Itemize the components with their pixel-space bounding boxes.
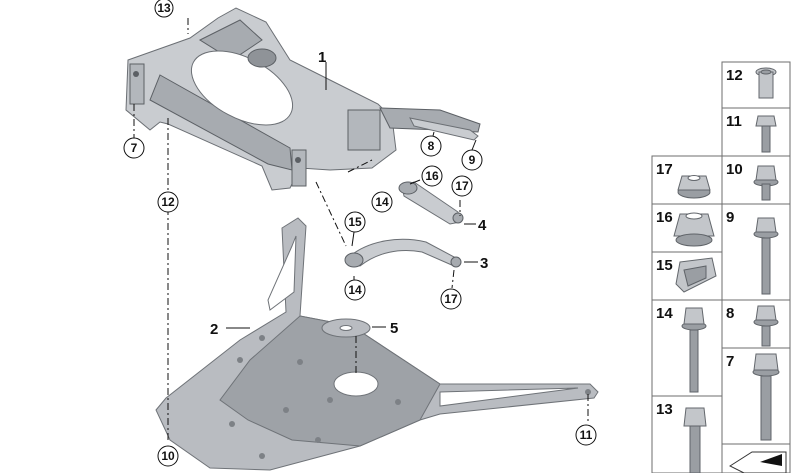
svg-text:16: 16 xyxy=(425,169,439,183)
strut-part-8 xyxy=(409,117,479,141)
grid-label-15: 15 xyxy=(656,257,673,274)
svg-text:14: 14 xyxy=(348,283,362,297)
short-bolt-illustration xyxy=(755,115,777,153)
flange-nut-17-illustration xyxy=(677,175,711,199)
callout-17-lower: 17 xyxy=(440,288,462,310)
control-arm-part-3 xyxy=(344,238,462,268)
svg-text:11: 11 xyxy=(580,428,593,442)
round-plate-part-5 xyxy=(321,318,371,338)
label-2: 2 xyxy=(210,321,218,338)
underbody-protection-plate xyxy=(155,217,599,471)
svg-text:9: 9 xyxy=(469,153,476,167)
grid-label-12: 12 xyxy=(726,67,743,84)
svg-text:15: 15 xyxy=(348,215,362,229)
svg-text:8: 8 xyxy=(428,139,435,153)
callout-12: 12 xyxy=(157,191,179,213)
label-3: 3 xyxy=(480,255,488,272)
sleeve-nut-illustration xyxy=(755,67,777,99)
svg-text:14: 14 xyxy=(375,195,389,209)
nut-16-illustration xyxy=(673,212,715,247)
grid-label-7: 7 xyxy=(726,353,734,370)
arrow-icon xyxy=(728,451,787,473)
hex-bolt-13-illustration xyxy=(683,407,707,473)
grid-label-9: 9 xyxy=(726,209,734,226)
callout-17-upper: 17 xyxy=(451,175,473,197)
callout-13: 13 xyxy=(154,0,174,18)
callout-16: 16 xyxy=(421,165,443,187)
grid-label-17: 17 xyxy=(656,161,673,178)
callout-15: 15 xyxy=(344,211,366,233)
callout-9: 9 xyxy=(461,149,483,171)
clip-nut-15-illustration xyxy=(675,257,717,293)
grid-label-13: 13 xyxy=(656,401,673,418)
bolt-14-illustration xyxy=(681,307,707,393)
bolt-8-illustration xyxy=(753,305,779,347)
label-1: 1 xyxy=(318,49,326,66)
callout-10: 10 xyxy=(157,445,179,467)
callout-11: 11 xyxy=(575,424,597,446)
svg-text:12: 12 xyxy=(161,195,175,209)
svg-text:7: 7 xyxy=(131,141,138,155)
callout-14-lower: 14 xyxy=(344,279,366,301)
svg-text:13: 13 xyxy=(157,1,171,15)
long-bolt-9-illustration xyxy=(753,217,779,295)
callout-14-upper: 14 xyxy=(371,191,393,213)
svg-text:10: 10 xyxy=(161,449,175,463)
bolt-7-illustration xyxy=(752,353,780,441)
front-subframe xyxy=(125,7,481,191)
label-4: 4 xyxy=(478,217,487,234)
callout-7: 7 xyxy=(123,137,145,159)
grid-label-14: 14 xyxy=(656,305,673,322)
callout-8: 8 xyxy=(420,135,442,157)
grid-label-10: 10 xyxy=(726,161,743,178)
bolt-10-illustration xyxy=(753,165,779,201)
grid-label-16: 16 xyxy=(656,209,673,226)
svg-text:17: 17 xyxy=(455,179,469,193)
control-arm-part-4 xyxy=(398,181,464,225)
grid-label-11: 11 xyxy=(726,113,742,130)
leader-lines xyxy=(133,18,589,440)
label-5: 5 xyxy=(390,320,398,337)
svg-text:17: 17 xyxy=(444,292,458,306)
grid-label-8: 8 xyxy=(726,305,734,322)
hardware-parts-grid: 12 11 17 10 16 9 15 14 8 7 13 xyxy=(651,61,791,473)
